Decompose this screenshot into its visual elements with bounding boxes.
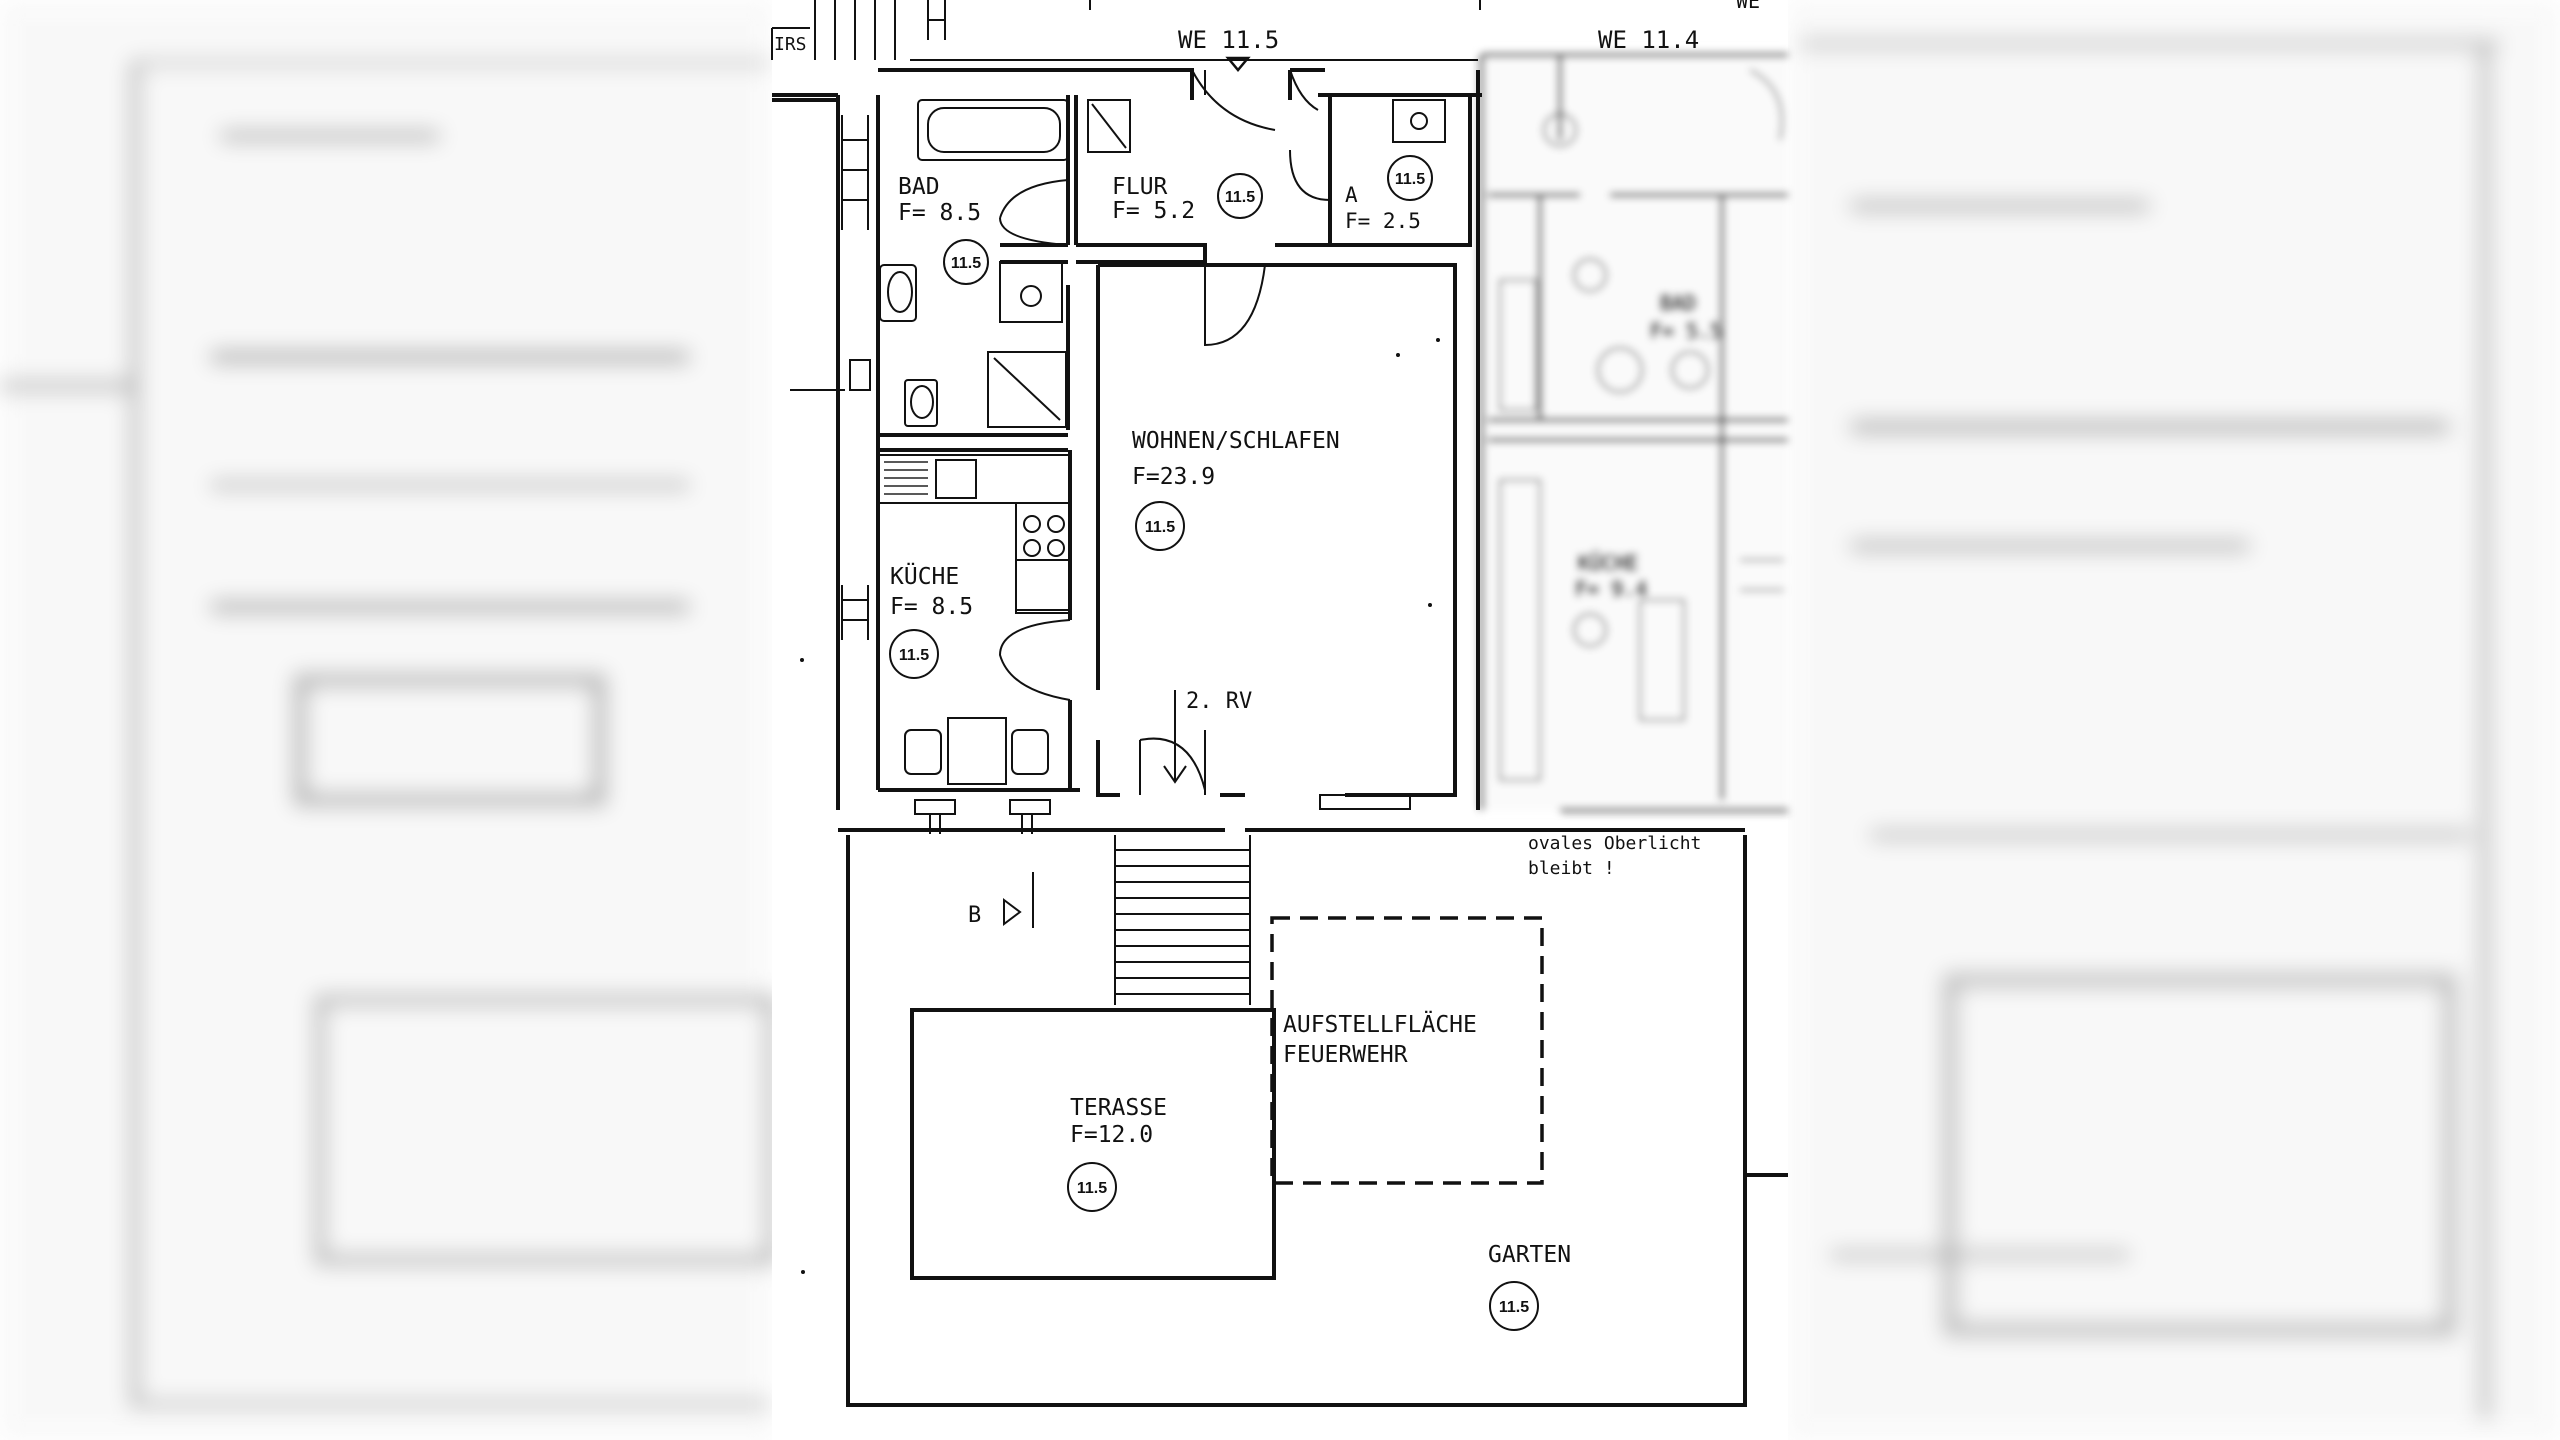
svg-text:11.5: 11.5 — [1145, 519, 1175, 536]
skylight-note-line1: ovales Oberlicht — [1528, 833, 1701, 854]
svg-text:11.5: 11.5 — [899, 647, 929, 664]
stair-tag: IRS — [774, 34, 807, 55]
abstell-fixtures — [1392, 99, 1446, 143]
svg-text:11.5: 11.5 — [1499, 1299, 1529, 1316]
door-swings — [998, 69, 1411, 810]
kitchen-fixtures — [841, 454, 1071, 834]
neighbor-kueche-area: F= 9.4 — [1575, 577, 1647, 601]
neighbor-labels: BAD F= 5.5 KÜCHE F= 9.4 — [1575, 291, 1722, 601]
top-stair-fragment — [771, 0, 1481, 61]
escape-route-label: 2. RV — [1186, 689, 1252, 714]
badge-wohnen: 11.5 — [1135, 501, 1185, 551]
unit-label-we-11-5: WE 11.5 — [1178, 26, 1279, 54]
fire-area-label-line2: FEUERWEHR — [1283, 1042, 1408, 1068]
neighbor-bad-label: BAD — [1660, 291, 1696, 315]
blurred-left-backdrop — [0, 0, 776, 1440]
entrance-marker-icon — [1225, 56, 1251, 72]
room-wohnen-name: WOHNEN/SCHLAFEN — [1132, 428, 1340, 454]
badge-abstell: 11.5 — [1387, 155, 1433, 201]
room-abstell-name: A — [1345, 183, 1358, 207]
room-flur-area: F= 5.2 — [1112, 198, 1195, 224]
annotations: 2. RV B ovales Oberlicht bleibt ! AUFSTE… — [968, 689, 1701, 1068]
room-labels: BAD F= 8.5 FLUR F= 5.2 A F= 2.5 WOHNEN/S… — [890, 174, 1571, 1268]
badge-garten: 11.5 — [1489, 1281, 1539, 1331]
room-kueche-name: KÜCHE — [890, 562, 959, 590]
neighbor-unit-blurred — [1480, 50, 1788, 812]
room-abstell-area: F= 2.5 — [1345, 209, 1421, 233]
room-bad-name: BAD — [898, 174, 940, 200]
room-kueche-area: F= 8.5 — [890, 594, 973, 620]
badge-terrasse: 11.5 — [1067, 1162, 1117, 1212]
unit-label-we-11-4: WE 11.4 — [1598, 26, 1699, 54]
room-terrasse-name: TERASSE — [1070, 1095, 1167, 1121]
scan-specks — [800, 338, 1440, 1274]
badge-bad: 11.5 — [943, 239, 989, 285]
room-flur-name: FLUR — [1112, 174, 1168, 200]
bath-fixtures — [790, 99, 1131, 428]
room-garten-name: GARTEN — [1488, 1242, 1571, 1268]
room-bad-area: F= 8.5 — [898, 200, 981, 226]
neighbor-bad-area: F= 5.5 — [1650, 319, 1722, 343]
neighbor-kueche-label: KÜCHE — [1578, 551, 1638, 575]
skylight-note-line2: bleibt ! — [1528, 858, 1615, 879]
outdoor-area — [846, 835, 1788, 1407]
svg-text:11.5: 11.5 — [1225, 189, 1255, 206]
room-badges: 11.5 11.5 11.5 11.5 11.5 11.5 11.5 — [889, 155, 1539, 1331]
room-terrasse-area: F=12.0 — [1070, 1122, 1153, 1148]
badge-flur: 11.5 — [1217, 173, 1263, 219]
svg-text:11.5: 11.5 — [1395, 171, 1425, 188]
room-wohnen-area: F=23.9 — [1132, 464, 1215, 490]
svg-text:11.5: 11.5 — [1077, 1180, 1107, 1197]
section-marker-label: B — [968, 903, 981, 928]
escape-route-arrow-icon — [1163, 690, 1187, 784]
badge-kueche: 11.5 — [889, 629, 939, 679]
unit-label-corner: WE — [1736, 0, 1760, 13]
fire-area-label-line1: AUFSTELLFLÄCHE — [1283, 1010, 1477, 1038]
svg-text:11.5: 11.5 — [951, 255, 981, 272]
blurred-right-backdrop — [1788, 0, 2560, 1440]
